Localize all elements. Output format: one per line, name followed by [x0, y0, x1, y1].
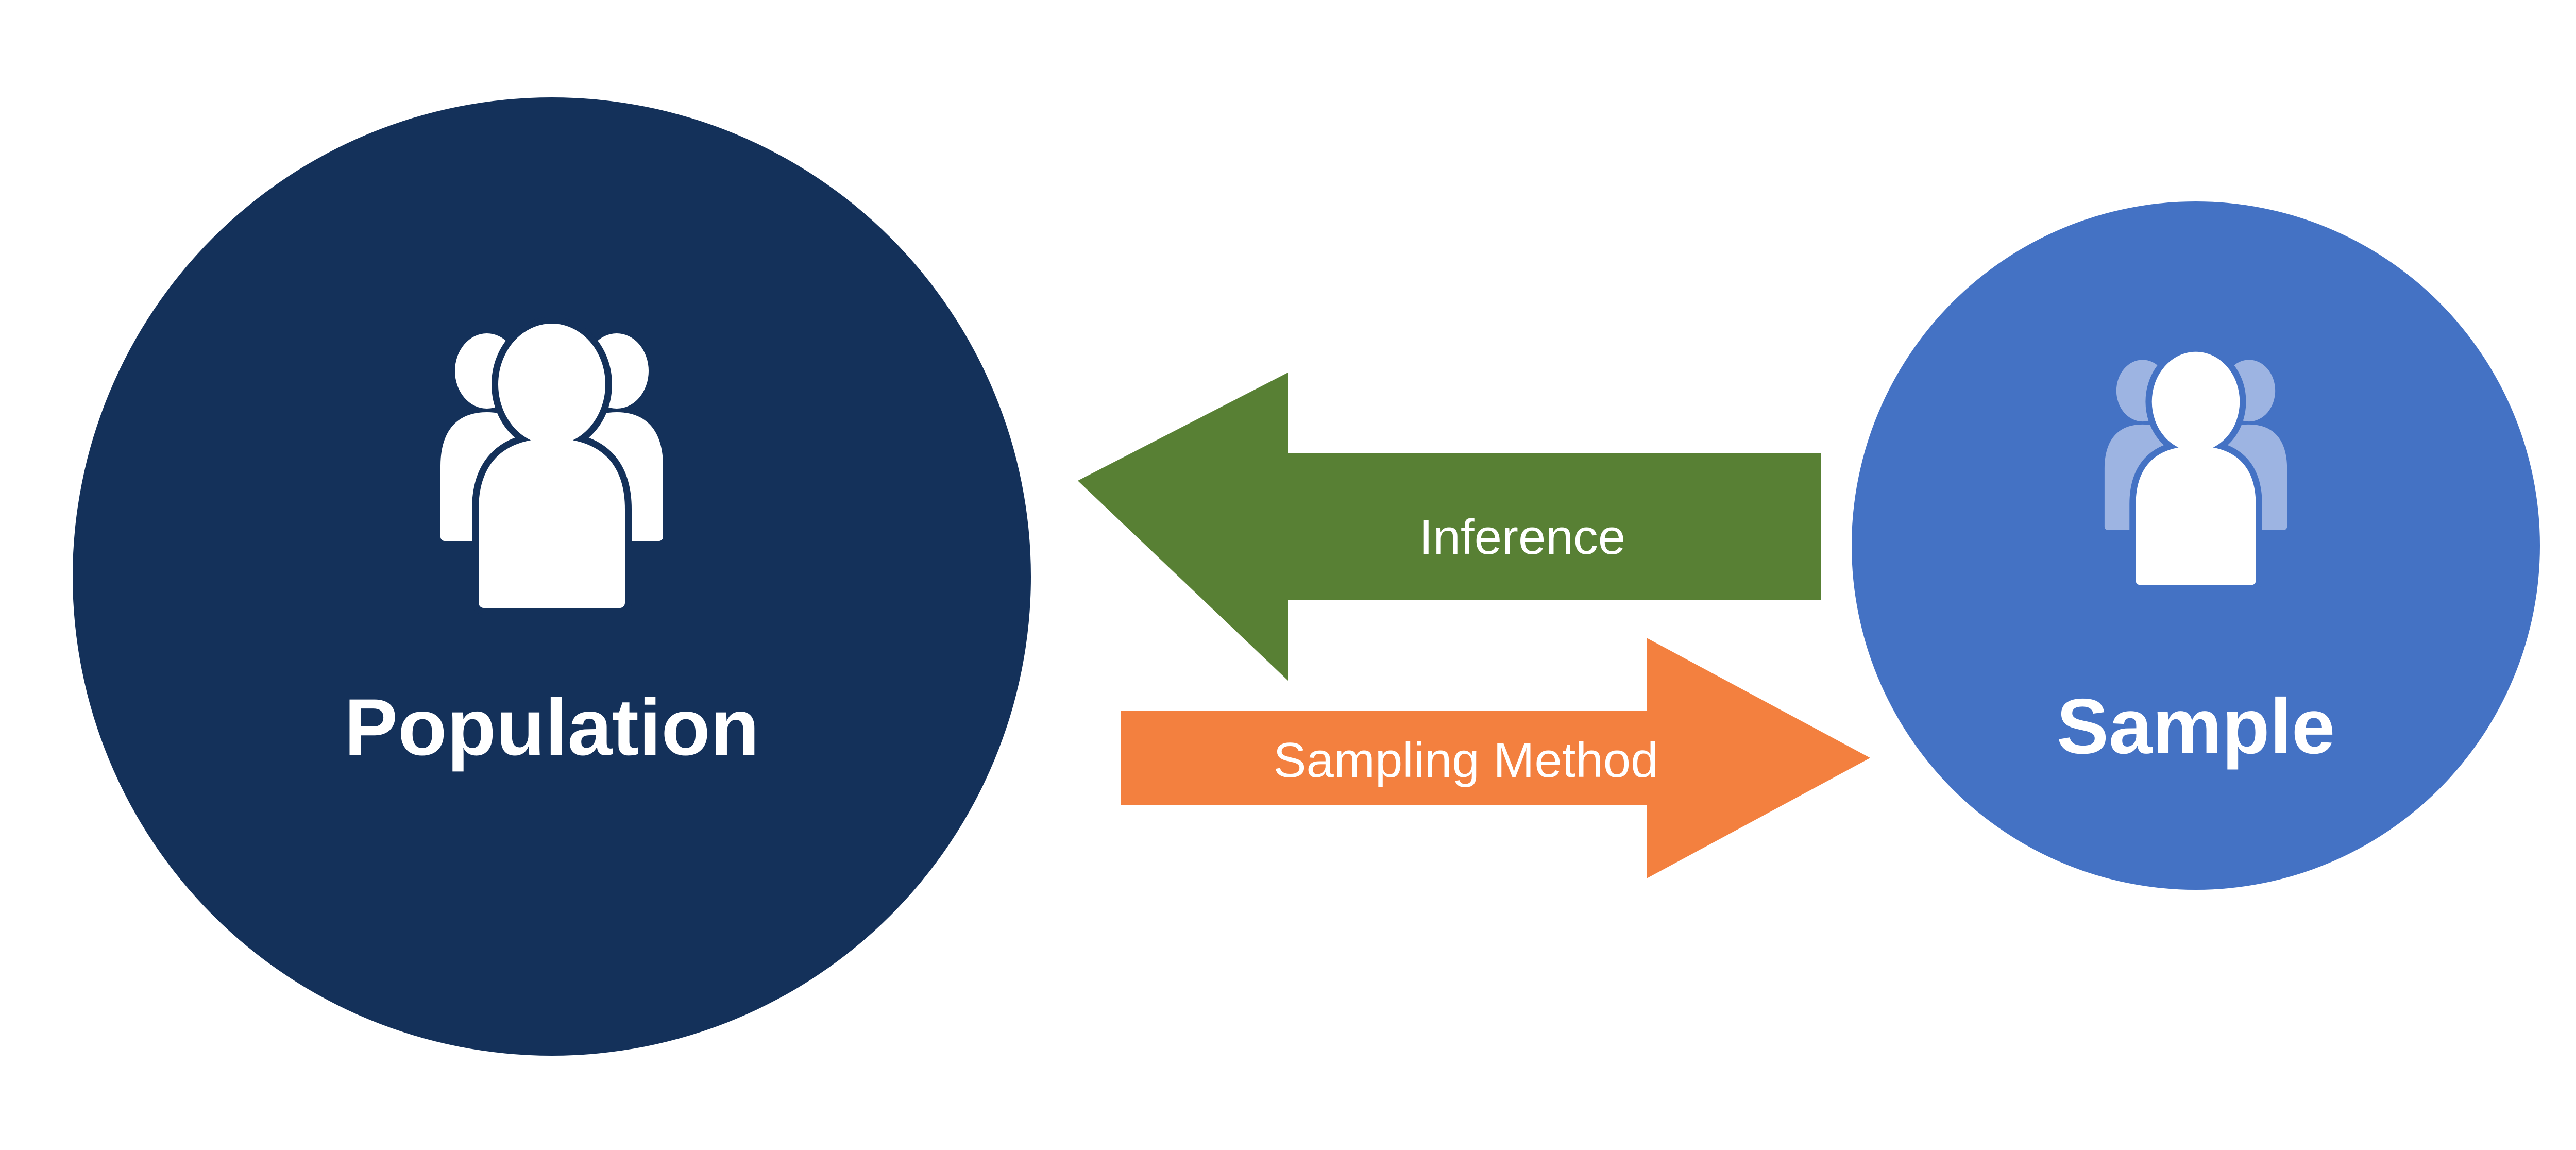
people-group-icon-sample	[2104, 345, 2287, 591]
person-center-icon	[472, 317, 632, 615]
population-node[interactable]: Population	[73, 97, 1031, 1056]
people-group-icon	[440, 317, 663, 615]
population-label: Population	[344, 683, 759, 772]
inference-arrow-shape[interactable]	[1078, 373, 1821, 681]
sample-label: Sample	[2057, 683, 2335, 770]
inference-connector[interactable]: Inference	[1078, 373, 1821, 681]
sampling-arrow-shape[interactable]	[1121, 638, 1870, 878]
sample-node[interactable]: Sample	[1852, 201, 2540, 890]
inference-label: Inference	[1419, 510, 1625, 565]
sampling-method-connector[interactable]: Sampling Method	[1121, 638, 1870, 878]
person-center-icon	[2129, 345, 2262, 591]
sampling-method-label: Sampling Method	[1273, 733, 1658, 788]
